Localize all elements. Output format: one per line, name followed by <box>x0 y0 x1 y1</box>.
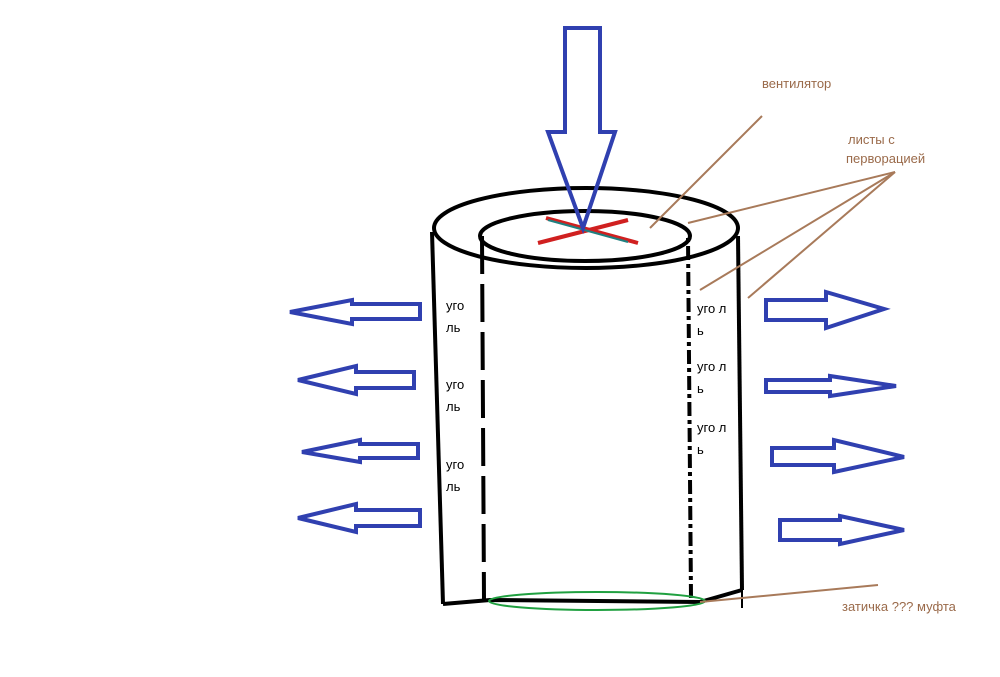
outflow-arrow-right-4 <box>778 513 905 547</box>
leader-sheets-3 <box>747 171 896 299</box>
coal-label-text: ль <box>446 479 461 494</box>
coal-label-text: уго <box>446 298 465 313</box>
leader-sheets-1 <box>687 171 896 224</box>
coal-label-left-3: уго ль <box>446 454 464 498</box>
fan-icon <box>537 216 639 245</box>
coal-label-right-1: уго л ь <box>697 298 726 342</box>
leader-plug <box>699 584 879 603</box>
leader-lines <box>649 115 896 603</box>
coal-label-text: уго л <box>697 420 727 435</box>
outflow-arrow-left-1 <box>289 297 422 327</box>
coal-label-text: уго <box>446 457 465 472</box>
coal-label-right-2: уго л ь <box>697 356 726 400</box>
outflow-arrow-right-1 <box>764 289 891 331</box>
outflow-arrow-left-2 <box>297 363 416 397</box>
inner-cylinder <box>478 209 693 601</box>
coal-label-text: ь <box>697 381 704 396</box>
plug-label: затичка ??? муфта <box>842 599 956 614</box>
coal-label-right-3: уго л ь <box>697 417 726 461</box>
coal-label-text: ь <box>697 323 704 338</box>
coal-label-left-2: уго ль <box>446 374 464 418</box>
coal-label-text: уго л <box>697 359 727 374</box>
outflow-arrow-right-3 <box>770 437 905 475</box>
coal-label-text: ль <box>446 399 461 414</box>
outflow-arrow-right-2 <box>764 373 897 399</box>
coal-label-text: ь <box>697 442 704 457</box>
left-outflow-arrows <box>289 297 422 535</box>
right-outflow-arrows <box>764 289 905 547</box>
sheets-label-line2: перворацией <box>846 151 926 166</box>
coal-label-left-1: уго ль <box>446 295 464 339</box>
outflow-arrow-left-4 <box>297 501 422 535</box>
outer-cylinder <box>430 186 744 608</box>
leader-sheets-2 <box>699 171 896 291</box>
fan-label: вентилятор <box>762 76 832 91</box>
intake-arrow <box>545 26 618 235</box>
sheets-label-line1: листы с <box>848 132 895 147</box>
leader-fan <box>649 115 763 229</box>
coal-label-text: ль <box>446 320 461 335</box>
coal-label-text: уго <box>446 377 465 392</box>
coal-label-text: уго л <box>697 301 727 316</box>
outflow-arrow-left-3 <box>301 437 420 465</box>
